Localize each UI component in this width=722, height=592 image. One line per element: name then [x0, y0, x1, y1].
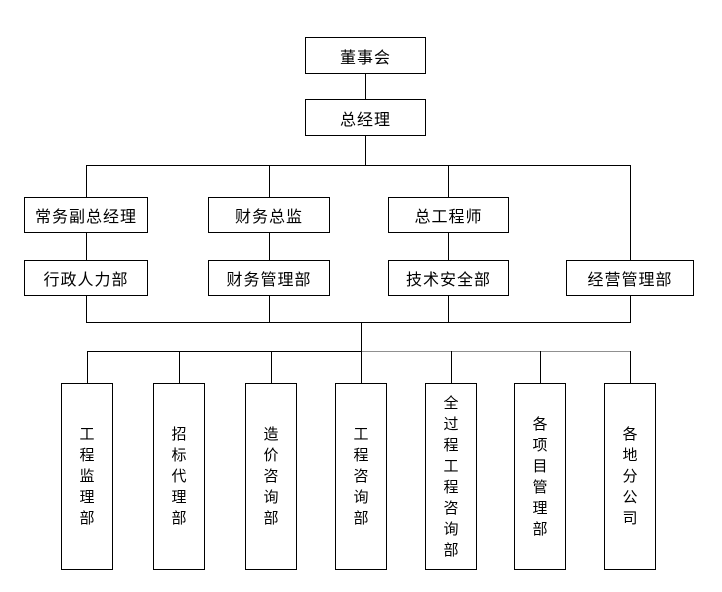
connector-bus2-bus3: [361, 322, 362, 351]
connector-deputy-adminhr: [86, 233, 87, 260]
connector-bus2: [86, 322, 631, 323]
node-regional-branches: 各地分公司: [604, 383, 656, 570]
connector-fdirector-fmgmt: [269, 233, 270, 260]
node-board: 董事会: [305, 37, 426, 74]
node-chief-engineer-label: 总工程师: [414, 207, 483, 226]
node-board-label: 董事会: [339, 47, 391, 67]
connector-bus3-project-mgmt: [540, 351, 541, 383]
node-deputy-general-manager: 常务副总经理: [24, 197, 148, 233]
node-tech-safety-dept: 技术安全部: [388, 260, 509, 296]
connector-bus3-left: [87, 351, 361, 352]
connector-chiefeng-techsafety: [448, 233, 449, 260]
node-whole-process-consulting-dept: 全过程工程咨询部: [425, 383, 477, 570]
connector-bus3-eng-supervision: [87, 351, 88, 383]
node-operations-mgmt-dept-label: 经营管理部: [587, 270, 673, 289]
node-whole-process-consulting-dept-label: 全过程工程咨询部: [443, 393, 459, 559]
node-bidding-agency-dept-label: 招标代理部: [171, 425, 187, 527]
node-admin-hr-dept-label: 行政人力部: [43, 270, 129, 289]
node-general-manager: 总经理: [305, 99, 426, 136]
connector-bus1-finance-director: [269, 165, 270, 197]
connector-fmgmt-bus2: [269, 296, 270, 322]
connector-bus3-whole-process: [451, 351, 452, 383]
connector-bus3-regional-branches: [630, 351, 631, 383]
connector-board-gm: [365, 74, 366, 99]
connector-bus3-right: [361, 351, 630, 352]
node-admin-hr-dept: 行政人力部: [24, 260, 148, 296]
node-eng-supervision-dept-label: 工程监理部: [79, 425, 95, 527]
connector-bus3-eng-consulting: [361, 351, 362, 383]
connector-bus3-cost-consulting: [271, 351, 272, 383]
node-chief-engineer: 总工程师: [388, 197, 509, 233]
node-eng-consulting-dept-label: 工程咨询部: [353, 425, 369, 527]
connector-bus1-operations: [630, 165, 631, 260]
node-finance-director: 财务总监: [208, 197, 330, 233]
node-eng-supervision-dept: 工程监理部: [61, 383, 113, 570]
node-project-mgmt-depts-label: 各项目管理部: [532, 414, 548, 538]
node-deputy-general-manager-label: 常务副总经理: [34, 207, 137, 226]
node-regional-branches-label: 各地分公司: [622, 425, 638, 527]
connector-bus1-deputy: [86, 165, 87, 197]
connector-operations-bus2: [630, 296, 631, 322]
node-eng-consulting-dept: 工程咨询部: [335, 383, 387, 570]
connector-bus3-bidding-agency: [179, 351, 180, 383]
node-finance-mgmt-dept: 财务管理部: [208, 260, 330, 296]
connector-bus1-chief-engineer: [448, 165, 449, 197]
node-finance-mgmt-dept-label: 财务管理部: [226, 270, 312, 289]
connector-bus1: [86, 165, 631, 166]
node-operations-mgmt-dept: 经营管理部: [566, 260, 694, 296]
connector-techsafety-bus2: [448, 296, 449, 322]
connector-gm-bus1: [365, 136, 366, 165]
node-bidding-agency-dept: 招标代理部: [153, 383, 205, 570]
node-tech-safety-dept-label: 技术安全部: [405, 270, 491, 289]
node-cost-consulting-dept-label: 造价咨询部: [263, 425, 279, 527]
node-cost-consulting-dept: 造价咨询部: [245, 383, 297, 570]
node-general-manager-label: 总经理: [339, 109, 391, 129]
node-finance-director-label: 财务总监: [234, 207, 303, 226]
connector-adminhr-bus2: [86, 296, 87, 322]
node-project-mgmt-depts: 各项目管理部: [514, 383, 566, 570]
